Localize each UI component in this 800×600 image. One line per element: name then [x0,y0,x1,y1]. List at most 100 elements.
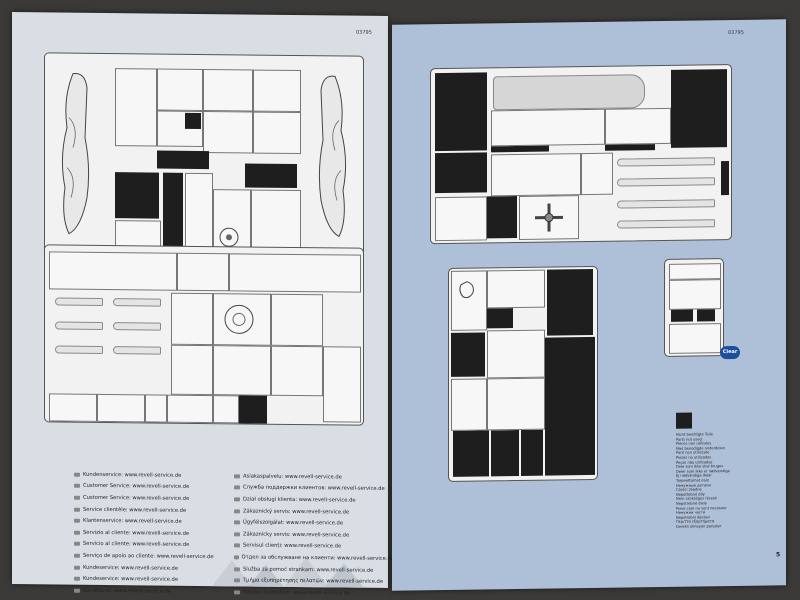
flag-icon [74,553,80,558]
rotor-blade-part [617,219,715,229]
rotor-blade-part [617,157,715,167]
unused-part-block [163,172,183,249]
flag-icon [234,566,240,571]
unused-part-block [521,429,543,476]
parts-cell [97,393,145,423]
flag-icon [234,474,240,479]
unused-part-block [671,309,693,322]
flag-icon [234,590,240,595]
parts-cell [669,263,721,280]
flag-icon [234,497,240,502]
unused-part-block [239,395,267,424]
rotor-part [113,322,161,331]
parts-cell [323,346,361,423]
customer-service-list: Kundenservice: www.revell-service.de Cus… [74,469,394,596]
parts-cell [167,394,213,424]
unused-parts-legend: Nicht benötigte Teile Parts not used Piè… [676,432,730,529]
unused-part-block [453,430,489,477]
parts-cell [487,269,545,309]
parts-cell [213,345,271,396]
unused-part-block [697,309,715,322]
unused-part-block [451,332,485,377]
unused-part-block [547,268,593,336]
parts-cell [49,393,97,422]
rotor-blade-part [617,177,715,187]
sprue-sheet-upper [44,52,364,256]
sprue-sheet-top [430,64,732,245]
parts-cell [213,395,239,424]
parts-cell [451,378,487,431]
unused-part-block [157,150,209,170]
fuselage-half-right [318,75,347,238]
fuselage-half-left [61,72,90,235]
page-code: 03795 [356,29,372,36]
service-column-1: Kundenservice: www.revell-service.de Cus… [74,469,234,598]
parts-cell [271,293,323,347]
service-column-2: Asiakaspalvelu: www.revell-service.de Сл… [234,470,394,599]
unused-part-block [245,163,297,189]
parts-cell [203,111,253,154]
clear-parts-sheet [664,258,724,357]
flag-icon [234,520,240,525]
unused-part-block [491,429,519,477]
parts-cell [605,107,671,145]
parts-cell [491,108,605,147]
service-line: Müşteri hizmetleri: www.revell-service.d… [234,586,394,599]
unused-part-block [487,196,517,239]
parts-cell [669,279,721,310]
parts-cell [253,111,301,155]
parts-cell [115,68,157,147]
unused-part-block [721,161,729,196]
parts-cell [251,189,301,253]
page-code: 03795 [728,29,744,37]
flag-icon [74,576,80,581]
rotor-hub-part [535,203,563,232]
unused-part-block [115,172,159,219]
sprue-sheet-middle [448,265,598,482]
flag-icon [74,530,80,535]
parts-cell [487,329,545,379]
parts-cell [171,292,213,346]
flag-icon [74,507,80,512]
parts-cell [435,196,487,242]
round-part [459,281,474,299]
flag-icon [74,542,80,547]
flag-icon [234,508,240,513]
clear-parts-label: Clear [720,345,740,360]
unused-part-block [185,112,201,130]
legend-swatch [676,412,692,429]
unused-part-block [671,69,727,148]
parts-cell [229,253,361,293]
flag-icon [74,484,80,489]
rotor-blade-part [617,199,715,209]
sprue-sheet-lower [44,244,364,426]
right-instruction-page: 03795 [392,19,786,591]
parts-cell [171,344,213,396]
flag-icon [234,578,240,583]
round-part [224,304,254,334]
unused-part-block [487,308,513,329]
parts-cell [491,153,581,197]
flag-icon [234,555,239,560]
rotor-part [55,321,103,330]
rotor-part [55,297,103,306]
left-instruction-page: 03795 [12,12,394,596]
flag-icon [74,588,80,593]
flag-icon [74,472,80,477]
flag-icon [74,565,80,570]
parts-cell [177,252,229,292]
flag-icon [234,485,240,490]
cabin-floor-part [493,74,645,111]
parts-cell [253,69,301,113]
rotor-part [113,298,161,307]
rotor-part [113,346,161,355]
unused-part-block [435,72,487,152]
parts-cell [581,152,613,196]
parts-cell [203,69,253,112]
flag-icon [74,495,80,500]
page-number: 5 [776,551,781,559]
parts-cell [669,323,721,354]
rotor-part [55,345,103,354]
parts-cell [145,394,167,423]
flag-icon [234,543,240,548]
